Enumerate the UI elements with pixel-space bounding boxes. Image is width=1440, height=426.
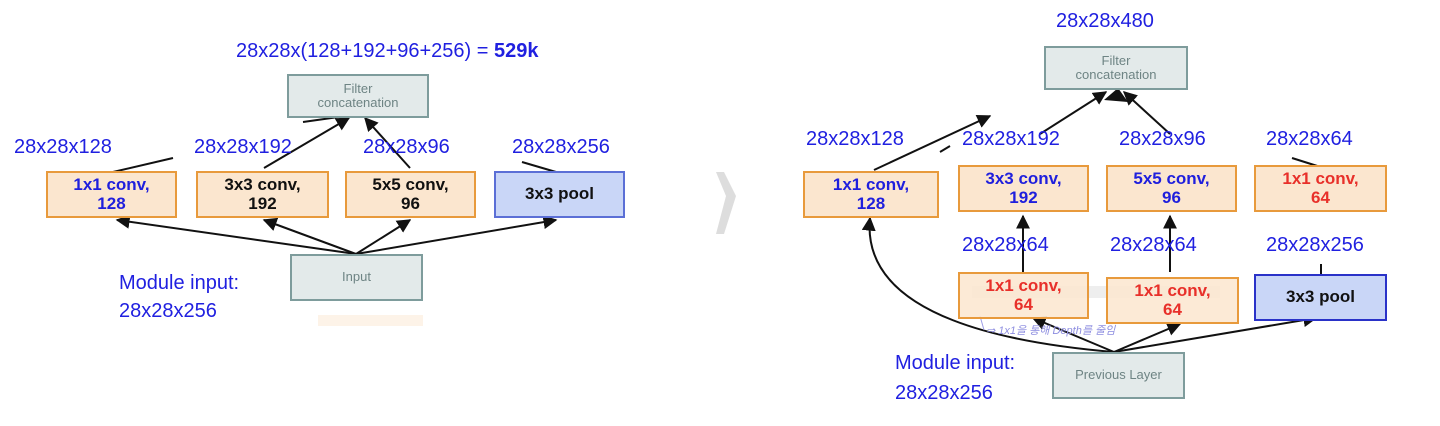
left-filter-concatenation-box: Filter concatenation xyxy=(287,74,429,118)
right-module-input-dim: 28x28x256 xyxy=(895,382,993,404)
left-dim-pool: 28x28x256 xyxy=(512,136,610,158)
left-dim-1x1: 28x28x128 xyxy=(14,136,112,158)
edge-prev-to-1x1-curve xyxy=(861,216,1115,353)
right-dim-pool: 28x28x256 xyxy=(1266,234,1364,256)
right-filter-concatenation-box: Filter concatenation xyxy=(1044,46,1188,90)
left-module-input-dim: 28x28x256 xyxy=(119,300,217,322)
transition-arrow-icon xyxy=(716,172,736,234)
right-conv-1x1-64-pool-proj-box: 1x1 conv, 64 xyxy=(1254,165,1387,212)
edge-3x3-to-concat xyxy=(263,117,351,169)
right-concat-arrowhead-icon xyxy=(1104,88,1128,102)
left-dim-3x3: 28x28x192 xyxy=(194,136,292,158)
edge-prev-to-reduce2 xyxy=(1113,322,1182,353)
edge-prev-to-pool xyxy=(1113,313,1318,353)
edge-input-to-5x5 xyxy=(355,219,412,255)
right-module-input-label: Module input: xyxy=(895,352,1016,374)
left-title: 28x28x(128+192+96+256) = 529k xyxy=(236,40,539,63)
edge-pool-to-concat xyxy=(521,161,557,173)
right-pool-box: 3x3 pool xyxy=(1254,274,1387,321)
left-dim-5x5: 28x28x96 xyxy=(363,136,450,158)
edge-input-to-3x3 xyxy=(262,217,357,255)
right-conv-3x3-192-box: 3x3 conv, 192 xyxy=(958,165,1089,212)
edge-5x5-to-concat xyxy=(1122,91,1171,135)
right-output-dash xyxy=(939,145,951,153)
right-output-dim: 28x28x480 xyxy=(1056,10,1154,32)
right-dim-5x5: 28x28x96 xyxy=(1119,128,1206,150)
left-conv-5x5-box: 5x5 conv, 96 xyxy=(345,171,476,218)
left-edges xyxy=(112,113,558,255)
edge-3x3-to-concat xyxy=(1039,91,1108,135)
left-title-value: 529k xyxy=(494,40,539,62)
edge-1x1-to-concat xyxy=(873,114,992,171)
right-conv-5x5-96-box: 5x5 conv, 96 xyxy=(1106,165,1237,212)
left-conv-3x3-box: 3x3 conv, 192 xyxy=(196,171,329,218)
right-dim-3x3: 28x28x192 xyxy=(962,128,1060,150)
right-dim-reduce1: 28x28x64 xyxy=(962,234,1049,256)
right-dim-reduce2: 28x28x64 xyxy=(1110,234,1197,256)
edge-prev-to-reduce1 xyxy=(1031,316,1115,353)
right-dim-1x1: 28x28x128 xyxy=(806,128,904,150)
right-edges xyxy=(861,91,1331,353)
left-highlight-strip xyxy=(318,315,423,326)
right-reduce-1x1-64-box-2: 1x1 conv, 64 xyxy=(1106,277,1239,324)
right-reduce-1x1-64-box-1: 1x1 conv, 64 xyxy=(958,272,1089,319)
edge-input-to-1x1 xyxy=(115,214,357,255)
left-input-box: Input xyxy=(290,254,423,301)
edge-input-to-pool xyxy=(355,215,558,255)
left-conv-1x1-box: 1x1 conv, 128 xyxy=(46,171,177,218)
right-previous-layer-box: Previous Layer xyxy=(1052,352,1185,399)
edge-5x5-to-concat xyxy=(364,116,411,169)
left-pool-box: 3x3 pool xyxy=(494,171,625,218)
right-handwritten-note: ⇒ 1x1을 통해 Depth를 줄임 xyxy=(986,325,1116,337)
left-title-prefix: 28x28x(128+192+96+256) = xyxy=(236,40,494,62)
left-module-input-label: Module input: xyxy=(119,272,240,294)
right-dim-1x1-64: 28x28x64 xyxy=(1266,128,1353,150)
edge-1x1-to-concat xyxy=(112,157,174,173)
right-conv-1x1-128-box: 1x1 conv, 128 xyxy=(803,171,939,218)
